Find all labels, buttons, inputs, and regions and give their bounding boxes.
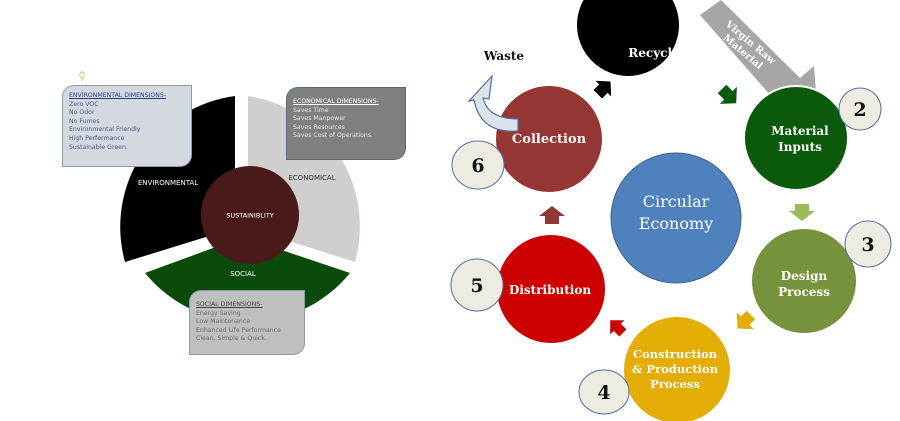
stage-5-number: 5 bbox=[470, 275, 483, 297]
stage-construction-label-3: Process bbox=[650, 377, 700, 391]
social-label: SOCIAL bbox=[230, 270, 256, 278]
stage-construction-circle[interactable] bbox=[622, 315, 732, 421]
social-item: Clean, Simple & Quick. bbox=[196, 335, 267, 343]
stage-collection-label: Collection bbox=[512, 132, 587, 147]
arrow-design-to-construction bbox=[736, 310, 756, 330]
sustainability-center-label: SUSTAINIBLITY bbox=[226, 212, 274, 220]
sustainability-center bbox=[201, 166, 299, 264]
environmental-item: Sustainable Green. bbox=[69, 143, 128, 151]
economical-item: Saves Time bbox=[293, 106, 329, 114]
arrow-distribution-to-collection bbox=[539, 206, 565, 224]
environmental-item: No Odor bbox=[69, 109, 95, 117]
waste-curved-arrow-icon bbox=[467, 74, 519, 132]
arrow-material-to-design bbox=[789, 204, 815, 221]
stage-material-inputs-circle[interactable] bbox=[743, 85, 849, 191]
stage-collection-circle[interactable] bbox=[494, 84, 604, 194]
lightbulb-icon bbox=[79, 71, 85, 81]
stage-distribution-label: Distribution bbox=[509, 283, 591, 297]
social-item: Enhanced Life Performance bbox=[196, 326, 281, 334]
environmental-label: ENVIRONMENTAL bbox=[138, 179, 198, 187]
stage-2-number: 2 bbox=[853, 99, 866, 121]
stage-4-number-badge bbox=[578, 369, 630, 415]
stage-recycling-circle[interactable] bbox=[575, 0, 681, 78]
social-item: Low Maintenance bbox=[196, 318, 250, 326]
social-item: Energy Saving bbox=[196, 309, 241, 317]
economical-item: Saves Manpower bbox=[293, 115, 346, 123]
environmental-item: Environmental Friendly bbox=[69, 126, 141, 134]
economical-item: Saves Resources bbox=[293, 123, 345, 131]
waste-label: Waste bbox=[483, 49, 525, 63]
stage-2-number-badge bbox=[838, 87, 882, 131]
stage-material-inputs-label-1: Material bbox=[771, 124, 829, 138]
economical-item: Saves Cost of Operations. bbox=[293, 132, 374, 140]
stage-4-number: 4 bbox=[597, 382, 610, 404]
stage-construction-label-1: Construction bbox=[633, 347, 718, 361]
stage-3-number-badge bbox=[844, 220, 892, 268]
arrow-construction-to-distribution bbox=[610, 320, 627, 337]
economical-dimensions-box: ECONOMICAL DIMENSIONS- Saves Time Saves … bbox=[286, 87, 406, 160]
stage-design-process-label-1: Design bbox=[781, 269, 828, 283]
stage-3-number: 3 bbox=[861, 234, 874, 256]
arrow-recycling-to-material bbox=[717, 84, 737, 104]
circular-economy-diagram: Virgin Raw Material Recycling Material I… bbox=[450, 0, 892, 421]
social-dimensions-heading: SOCIAL DIMENSIONS- bbox=[196, 301, 263, 308]
stage-5-number-badge bbox=[450, 258, 504, 312]
environmental-item: No Fumes bbox=[69, 117, 100, 125]
stage-material-inputs-label-2: Inputs bbox=[778, 140, 822, 154]
circular-economy-center[interactable] bbox=[610, 152, 742, 284]
economical-dimensions-heading: ECONOMICAL DIMENSIONS- bbox=[293, 98, 379, 105]
stage-design-process-circle[interactable] bbox=[750, 227, 858, 335]
stage-recycling-label: Recycling bbox=[628, 46, 694, 60]
stage-construction-label-2: & Production bbox=[632, 362, 719, 376]
stage-design-process-label-2: Process bbox=[778, 285, 830, 299]
stage-6-number: 6 bbox=[471, 155, 484, 177]
environmental-item: Zero VOC bbox=[69, 100, 99, 108]
stage-6-number-badge bbox=[451, 140, 505, 190]
arrow-collection-to-recycling bbox=[593, 80, 612, 99]
social-dimensions-box: SOCIAL DIMENSIONS- Energy Saving Low Mai… bbox=[189, 290, 305, 355]
environmental-dimensions-heading: ENVIRONMENTAL DIMENSIONS- bbox=[69, 92, 167, 99]
environmental-dimensions-box: ENVIRONMENTAL DIMENSIONS- Zero VOC No Od… bbox=[62, 85, 192, 167]
circular-economy-label-2: Economy bbox=[639, 214, 713, 233]
economical-label: ECONOMICAL bbox=[288, 174, 335, 182]
circular-economy-label-1: Circular bbox=[643, 192, 710, 211]
environmental-item: High Performance bbox=[69, 134, 125, 142]
